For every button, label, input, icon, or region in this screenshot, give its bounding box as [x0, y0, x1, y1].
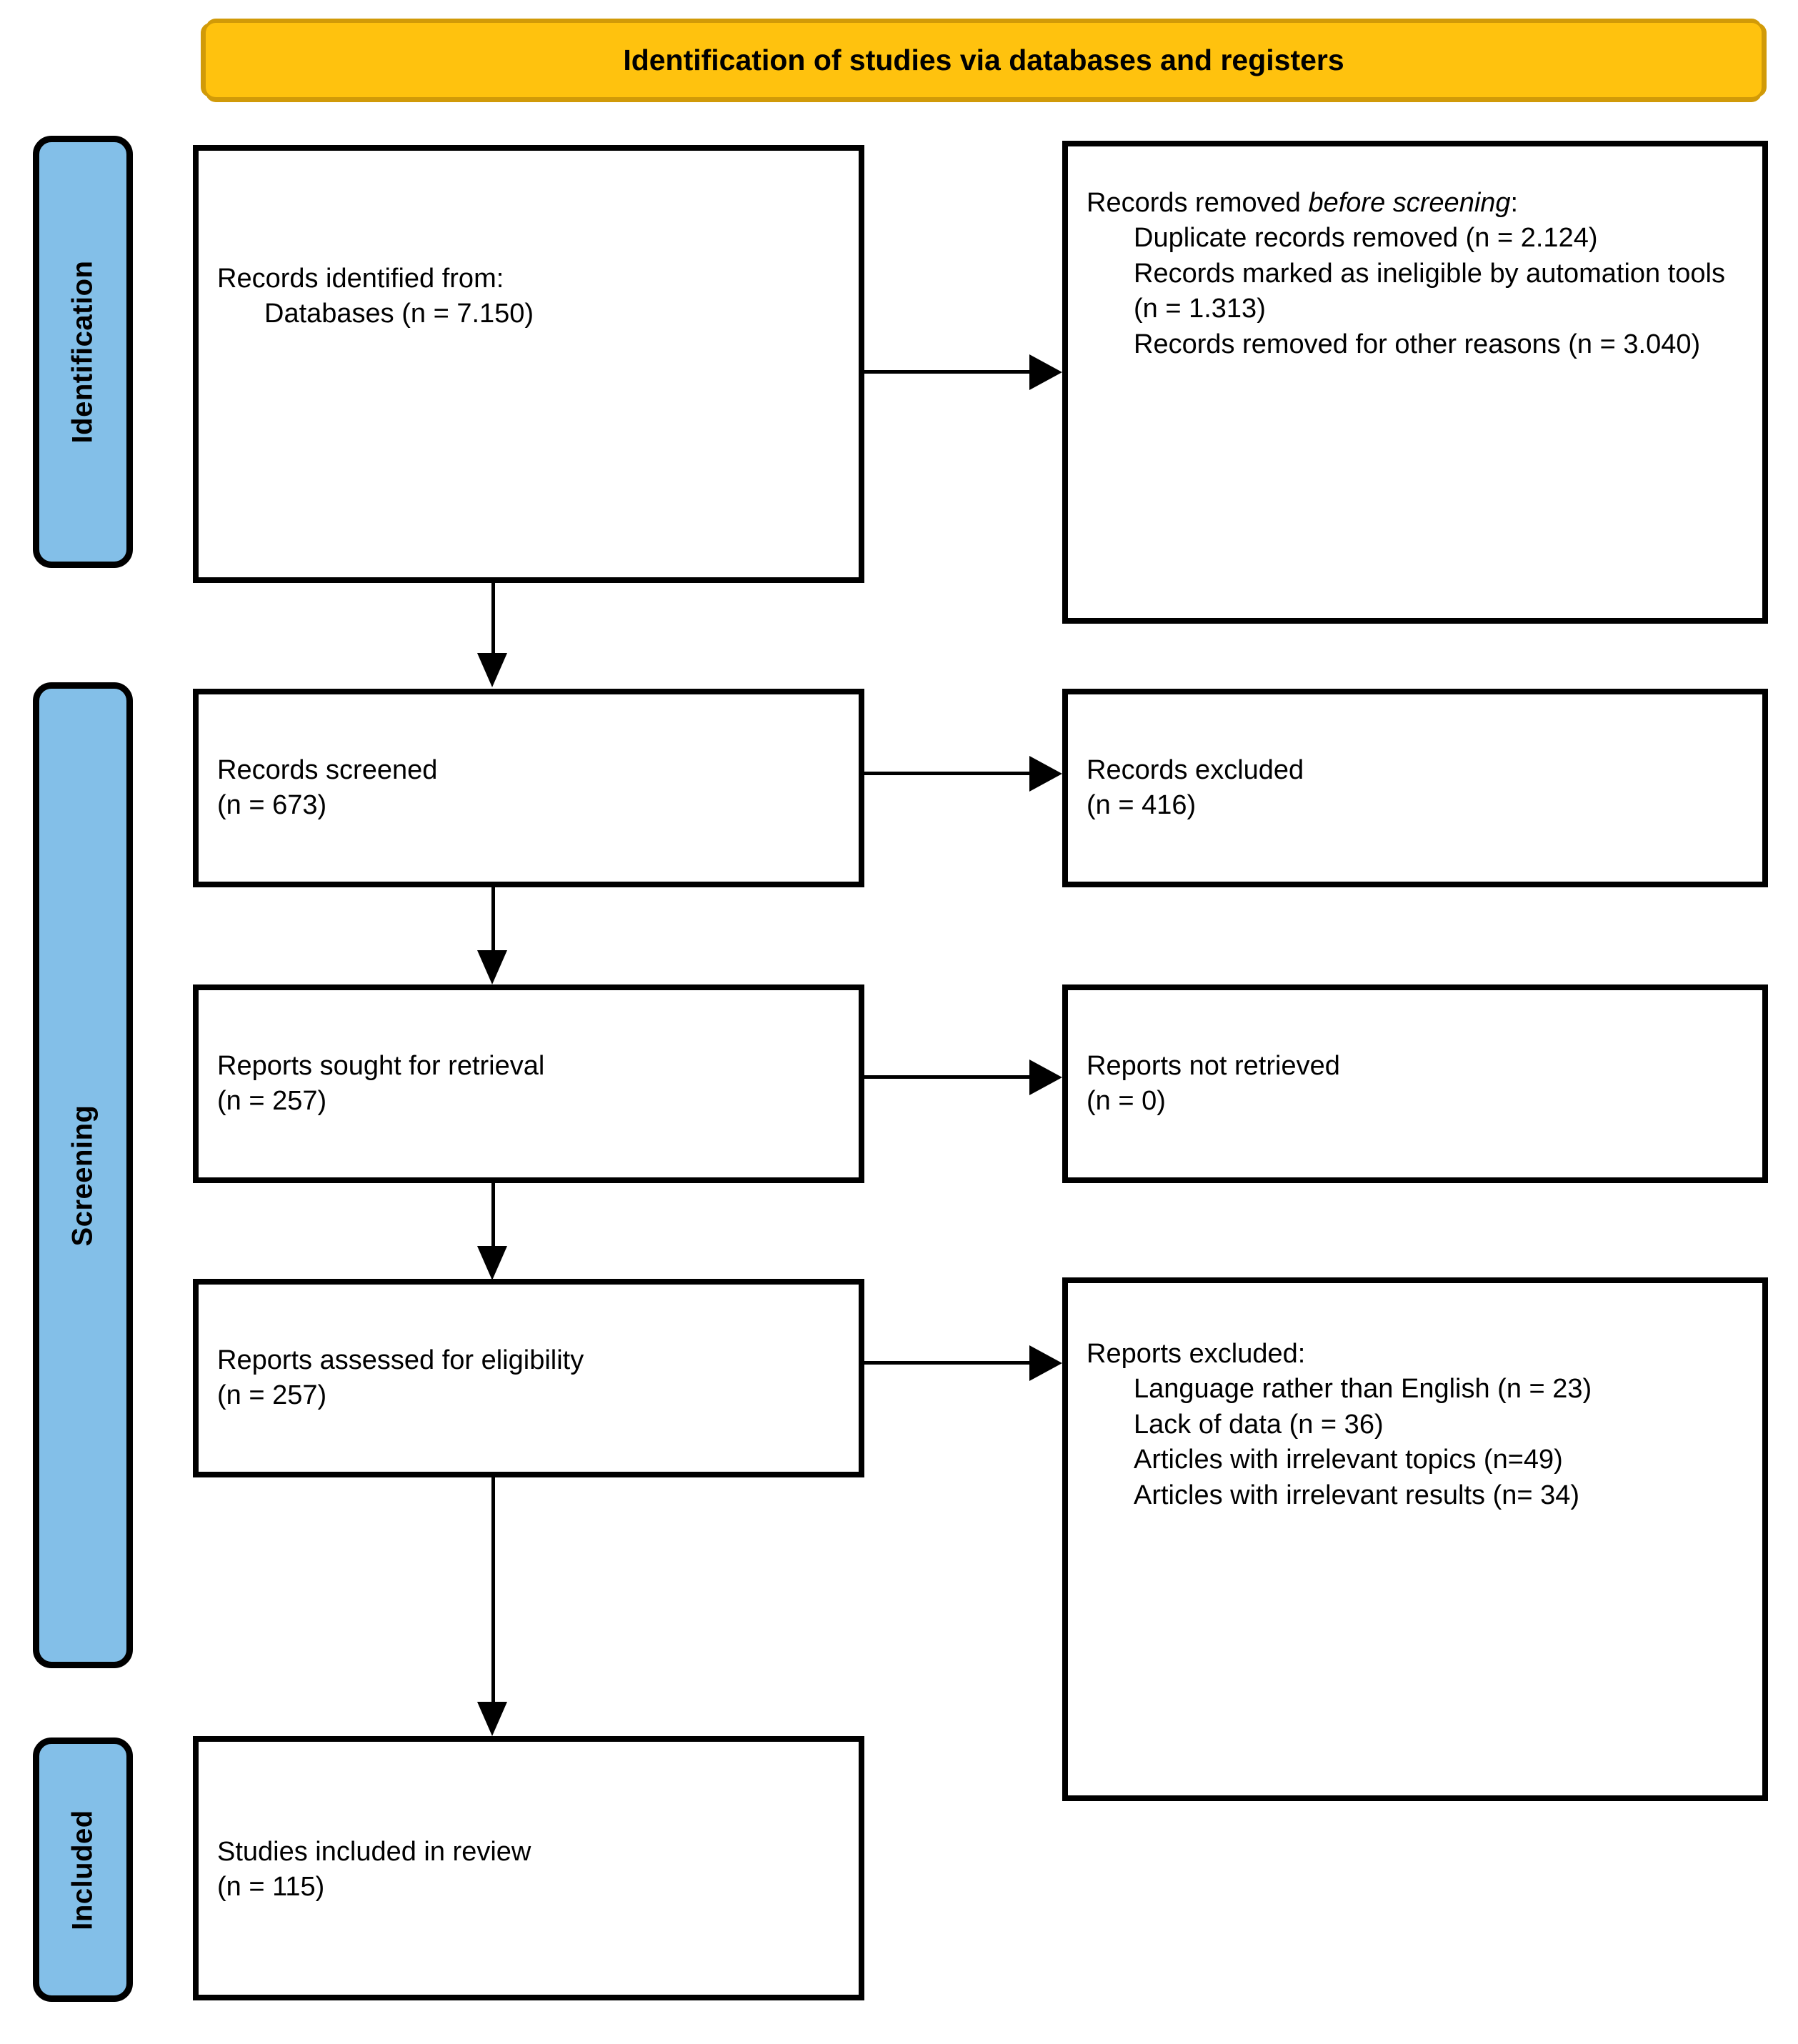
- reports-not-retrieved-line-1: Reports not retrieved: [1087, 1050, 1340, 1081]
- connector-sought-to-notretrieved-arrow-icon: [1029, 1060, 1062, 1095]
- stage-rail-included-label: Included: [66, 1809, 99, 1930]
- records-removed-reason-other: Records removed for other reasons (n = 3…: [1134, 329, 1701, 359]
- records-identified-line-2: Databases (n = 7.150): [264, 299, 534, 329]
- stage-rail-included: Included: [33, 1738, 133, 2002]
- box-records-identified: Records identified from: Databases (n = …: [193, 145, 864, 583]
- reports-excluded-reason-language: Language rather than English (n = 23): [1134, 1374, 1592, 1405]
- box-records-excluded: Records excluded (n = 416): [1062, 689, 1768, 887]
- records-excluded-line-1: Records excluded: [1087, 754, 1304, 785]
- connector-identified-to-removed-line: [864, 370, 1032, 374]
- records-removed-heading-emphasis: before screening: [1308, 188, 1511, 218]
- connector-screened-to-sought-arrow-icon: [477, 950, 507, 984]
- records-identified-line-1: Records identified from:: [217, 264, 504, 294]
- connector-sought-to-assessed-arrow-icon: [477, 1246, 507, 1280]
- connector-screened-to-sought-line: [491, 887, 495, 953]
- connector-assessed-to-included-line: [491, 1477, 495, 1705]
- connector-screened-to-excluded-line: [864, 772, 1032, 775]
- box-records-removed-before-screening: Records removed before screening: Duplic…: [1062, 141, 1768, 624]
- reports-assessed-line-2: (n = 257): [217, 1380, 327, 1410]
- connector-screened-to-excluded-arrow-icon: [1029, 756, 1062, 792]
- connector-identified-to-screened-arrow-icon: [477, 653, 507, 687]
- connector-sought-to-assessed-line: [491, 1183, 495, 1249]
- records-excluded-line-2: (n = 416): [1087, 790, 1197, 820]
- records-screened-line-1: Records screened: [217, 754, 438, 785]
- stage-rail-screening: Screening: [33, 682, 133, 1668]
- reports-sought-line-2: (n = 257): [217, 1086, 327, 1116]
- box-reports-not-retrieved: Reports not retrieved (n = 0): [1062, 984, 1768, 1183]
- studies-included-line-2: (n = 115): [217, 1872, 325, 1903]
- box-reports-sought: Reports sought for retrieval (n = 257): [193, 984, 864, 1183]
- connector-assessed-to-reports-excluded-line: [864, 1361, 1032, 1365]
- connector-sought-to-notretrieved-line: [864, 1075, 1032, 1079]
- reports-not-retrieved-line-2: (n = 0): [1087, 1086, 1166, 1116]
- records-removed-heading: Records removed before screening:: [1087, 186, 1744, 221]
- stage-rail-identification-label: Identification: [66, 260, 99, 444]
- records-removed-reason-duplicate: Duplicate records removed (n = 2.124): [1134, 223, 1598, 254]
- box-reports-assessed: Reports assessed for eligibility (n = 25…: [193, 1279, 864, 1477]
- stage-rail-screening-label: Screening: [66, 1105, 99, 1246]
- box-studies-included: Studies included in review (n = 115): [193, 1736, 864, 2000]
- reports-excluded-reason-irrelevant-results: Articles with irrelevant results (n= 34): [1134, 1480, 1580, 1510]
- connector-assessed-to-included-arrow-icon: [477, 1702, 507, 1736]
- reports-sought-line-1: Reports sought for retrieval: [217, 1050, 545, 1081]
- reports-assessed-line-1: Reports assessed for eligibility: [217, 1345, 584, 1375]
- banner-title: Identification of studies via databases …: [623, 43, 1344, 76]
- connector-identified-to-removed-arrow-icon: [1029, 354, 1062, 390]
- records-removed-reason-automation: Records marked as ineligible by automati…: [1134, 258, 1733, 324]
- banner-identification-header: Identification of studies via databases …: [206, 23, 1762, 97]
- connector-assessed-to-reports-excluded-arrow-icon: [1029, 1345, 1062, 1381]
- stage-rail-identification: Identification: [33, 136, 133, 568]
- box-reports-excluded: Reports excluded: Language rather than E…: [1062, 1277, 1768, 1801]
- reports-excluded-heading: Reports excluded:: [1087, 1339, 1306, 1369]
- box-records-screened: Records screened (n = 673): [193, 689, 864, 887]
- connector-identified-to-screened-line: [491, 583, 495, 656]
- records-removed-heading-part-3: :: [1510, 188, 1519, 218]
- studies-included-line-1: Studies included in review: [217, 1837, 531, 1867]
- records-removed-heading-part-1: Records removed: [1087, 188, 1309, 218]
- reports-excluded-reason-lack-of-data: Lack of data (n = 36): [1134, 1409, 1384, 1440]
- records-screened-line-2: (n = 673): [217, 790, 327, 820]
- reports-excluded-reason-irrelevant-topics: Articles with irrelevant topics (n=49): [1134, 1445, 1563, 1475]
